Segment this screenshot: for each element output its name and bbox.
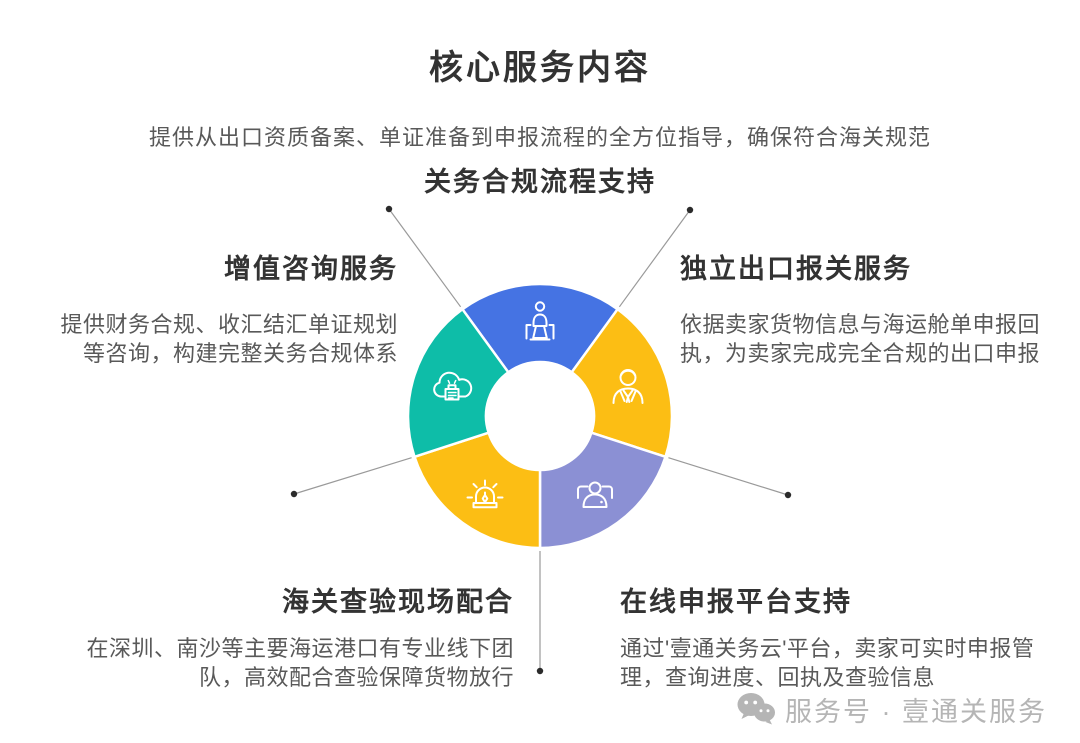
wechat-watermark: 服务号 · 壹通关服务 xyxy=(736,688,1047,730)
section-title: 独立出口报关服务 xyxy=(680,254,912,284)
wechat-icon xyxy=(737,693,775,725)
section-title: 增值咨询服务 xyxy=(224,254,398,284)
leader-dot xyxy=(385,205,393,213)
leader-line-right xyxy=(668,457,789,496)
watermark-label: 服务号 · 壹通关服务 xyxy=(785,696,1047,727)
section-description: 依据卖家货物信息与海运舱单申报回 执，为卖家完成完全合规的出口申报 xyxy=(680,312,1041,366)
section-title: 在线申报平台支持 xyxy=(620,587,852,617)
section-bottom-left-inspection: 海关查验现场配合 在深圳、南沙等主要海运港口有专业线下团 队，高效配合查验保障货… xyxy=(32,585,514,692)
section-description: 提供财务合规、收汇结汇单证规划 等咨询，构建完整关务合规体系 xyxy=(60,312,398,366)
page-subtitle: 提供从出口资质备案、单证准备到申报流程的全方位指导，确保符合海关规范 xyxy=(148,125,931,150)
section-description: 通过'壹通关务云'平台，卖家可实时申报管 理，查询进度、回执及查验信息 xyxy=(620,636,1035,690)
team-icon xyxy=(577,481,613,508)
leader-line-top-right xyxy=(618,209,691,308)
page-title: 核心服务内容 xyxy=(429,49,651,87)
alarm-icon xyxy=(466,479,504,509)
leader-dot xyxy=(686,206,694,214)
section-top-compliance-process: 关务合规流程支持 xyxy=(0,165,1080,199)
leader-dots xyxy=(290,205,792,675)
segment-consulting-service[interactable] xyxy=(406,307,510,459)
leader-line-top-left xyxy=(388,208,462,308)
leader-line-left xyxy=(293,457,412,495)
donut-chart xyxy=(406,282,674,550)
podium-speaker-icon xyxy=(525,301,555,341)
section-left-consulting: 增值咨询服务 提供财务合规、收汇结汇单证规划 等咨询，构建完整关务合规体系 xyxy=(6,252,398,368)
segment-compliance-process[interactable] xyxy=(461,282,619,374)
section-title: 关务合规流程支持 xyxy=(424,167,656,197)
section-description: 在深圳、南沙等主要海运港口有专业线下团 队，高效配合查验保障货物放行 xyxy=(86,636,514,690)
cloud-printer-icon xyxy=(433,371,473,401)
section-right-export-declaration: 独立出口报关服务 依据卖家货物信息与海运舱单申报回 执，为卖家完成完全合规的出口… xyxy=(680,252,1072,368)
leader-dot xyxy=(784,491,792,499)
businessman-icon xyxy=(612,369,644,404)
section-title: 海关查验现场配合 xyxy=(282,587,514,617)
section-bottom-right-online-platform: 在线申报平台支持 通过'壹通关务云'平台，卖家可实时申报管 理，查询进度、回执及… xyxy=(620,585,1080,692)
leader-lines xyxy=(293,208,789,671)
leader-dot xyxy=(536,667,544,675)
segment-online-platform[interactable] xyxy=(538,431,667,550)
leader-dot xyxy=(290,490,298,498)
